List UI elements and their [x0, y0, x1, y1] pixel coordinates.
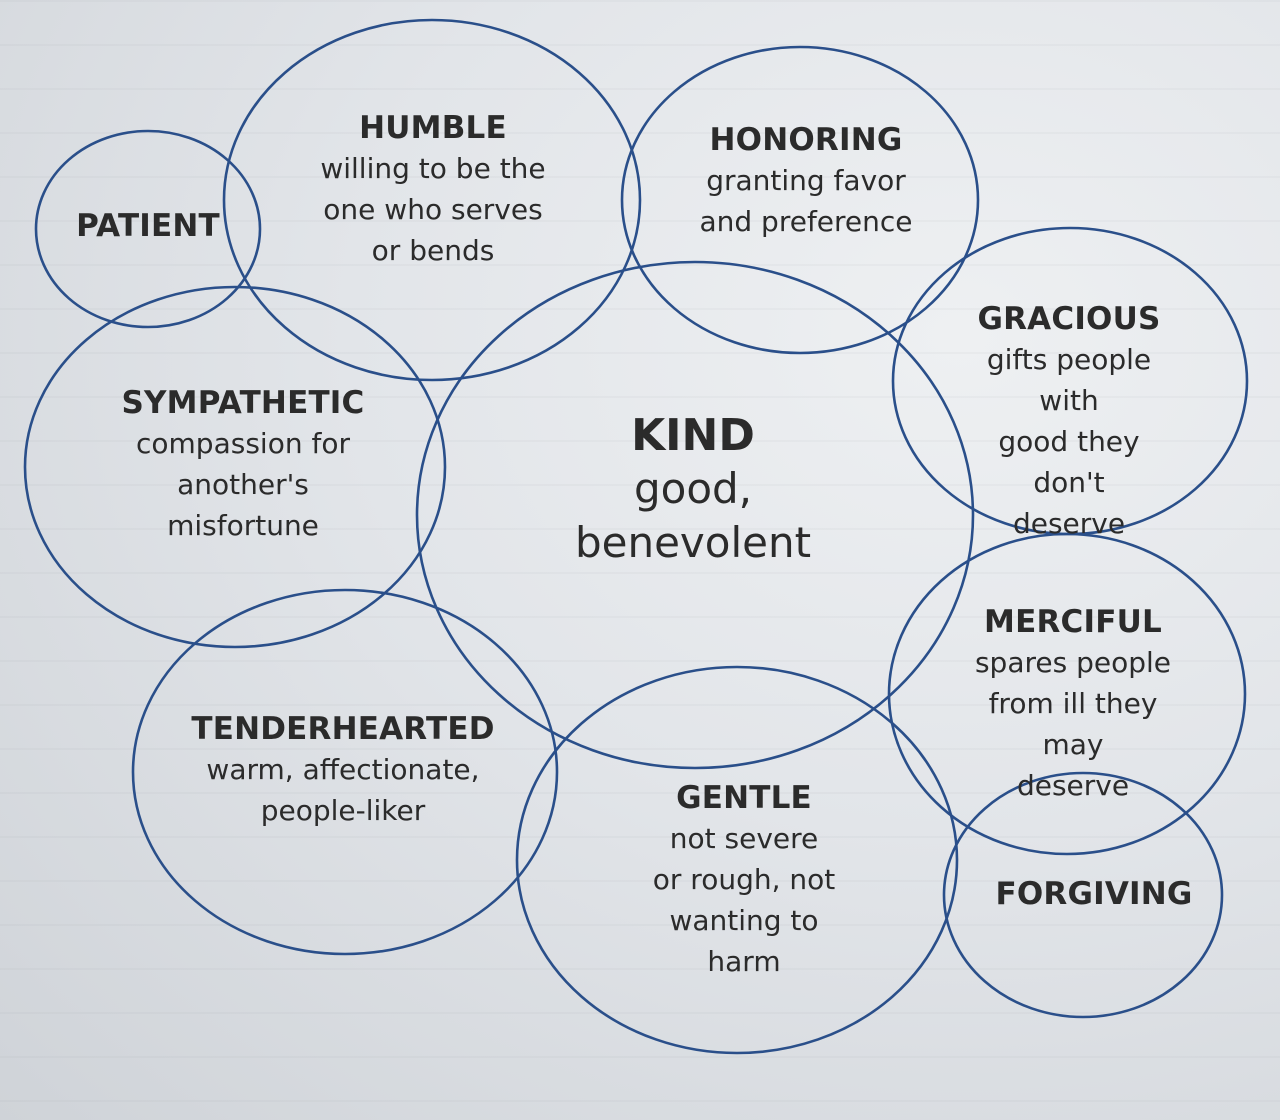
- honoring-description: granting favor and preference: [699, 164, 913, 238]
- merciful-title: MERCIFUL: [984, 604, 1162, 640]
- gracious-title: GRACIOUS: [977, 301, 1161, 337]
- circle-sympathetic: [23, 285, 447, 649]
- gentle-description: not severe or rough, not wanting to harm: [652, 822, 836, 978]
- gracious-description: gifts people with good they don't deserv…: [986, 343, 1152, 540]
- label-sympathetic: SYMPATHETIC compassion for another's mis…: [122, 383, 365, 546]
- label-tenderhearted: TENDERHEARTED warm, affectionate, people…: [191, 709, 494, 831]
- tenderhearted-description: warm, affectionate, people-liker: [206, 753, 480, 827]
- label-forgiving: FORGIVING: [995, 874, 1192, 914]
- circle-patient: [34, 129, 262, 329]
- label-honoring: HONORING granting favor and preference: [699, 120, 912, 242]
- circle-honoring: [620, 45, 980, 355]
- circle-kind: [415, 260, 975, 770]
- label-patient: PATIENT: [76, 206, 220, 246]
- merciful-description: spares people from ill they may deserve: [974, 646, 1172, 802]
- circle-forgiving: [942, 771, 1224, 1019]
- label-gracious: GRACIOUS gifts people with good they don…: [964, 299, 1175, 544]
- circle-tenderhearted: [131, 588, 559, 956]
- label-kind: KIND good, benevolent: [575, 410, 811, 570]
- gentle-title: GENTLE: [676, 780, 812, 816]
- honoring-title: HONORING: [709, 122, 903, 158]
- sympathetic-description: compassion for another's misfortune: [136, 427, 350, 542]
- forgiving-title: FORGIVING: [995, 876, 1193, 912]
- humble-title: HUMBLE: [359, 110, 507, 146]
- label-merciful: MERCIFUL spares people from ill they may…: [970, 602, 1177, 806]
- sympathetic-title: SYMPATHETIC: [121, 385, 365, 421]
- circle-gentle: [515, 665, 959, 1055]
- label-humble: HUMBLE willing to be the one who serves …: [320, 108, 545, 271]
- humble-description: willing to be the one who serves or bend…: [320, 152, 546, 267]
- circle-humble: [222, 18, 642, 382]
- kind-description: good, benevolent: [574, 464, 812, 567]
- circle-merciful: [887, 532, 1247, 856]
- label-gentle: GENTLE not severe or rough, not wanting …: [653, 778, 836, 982]
- patient-title: PATIENT: [76, 208, 220, 244]
- tenderhearted-title: TENDERHEARTED: [191, 711, 495, 747]
- kind-title: KIND: [631, 410, 755, 461]
